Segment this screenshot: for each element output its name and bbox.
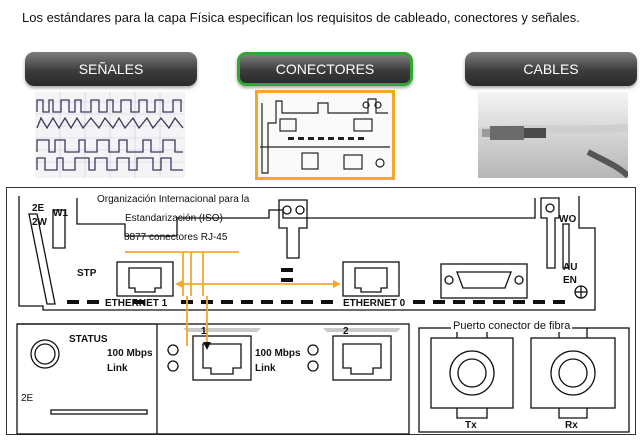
label-au: AU [563,262,578,273]
label-link-right: Link [255,363,276,374]
label-rx: Rx [565,420,578,431]
label-status: STATUS [69,334,108,345]
signals-image [35,92,185,178]
label-2w: 2W [32,217,47,228]
page-heading: Los estándares para la capa Física espec… [22,10,580,25]
iso-org-line2: Estandarización (ISO) [125,213,223,224]
router-panel-diagram: Organización Internacional para la Estan… [6,187,636,435]
tab-senales[interactable]: SEÑALES [25,52,197,86]
label-100mbps-right: 100 Mbps [255,348,301,359]
label-2e: 2E [32,203,45,214]
iso-org-line1: Organización Internacional para la [97,194,250,205]
tab-conectores[interactable]: CONECTORES [237,52,413,86]
rj45-label: 8877 conectores RJ-45 [124,232,228,243]
tab-label: CONECTORES [275,61,375,77]
label-port-2: 2 [343,326,349,337]
label-ethernet-0: ETHERNET 0 [343,298,406,309]
label-link-left: Link [107,363,128,374]
label-tx: Tx [465,420,477,431]
tab-label: CABLES [523,61,579,77]
label-port-1: 1 [201,326,207,337]
label-2e-bottom: 2E [21,393,34,404]
fiber-port-title: Puerto conector de fibra [451,320,573,332]
connectors-image [255,90,395,180]
label-stp: STP [77,268,97,279]
tab-label: SEÑALES [78,61,144,77]
label-ethernet-1: ETHERNET 1 [105,298,168,309]
label-en: EN [563,275,577,286]
cables-image [478,92,628,178]
label-wo: WO [559,214,577,225]
label-w1: W1 [53,208,68,219]
label-100mbps-left: 100 Mbps [107,348,153,359]
tab-cables[interactable]: CABLES [465,52,637,86]
